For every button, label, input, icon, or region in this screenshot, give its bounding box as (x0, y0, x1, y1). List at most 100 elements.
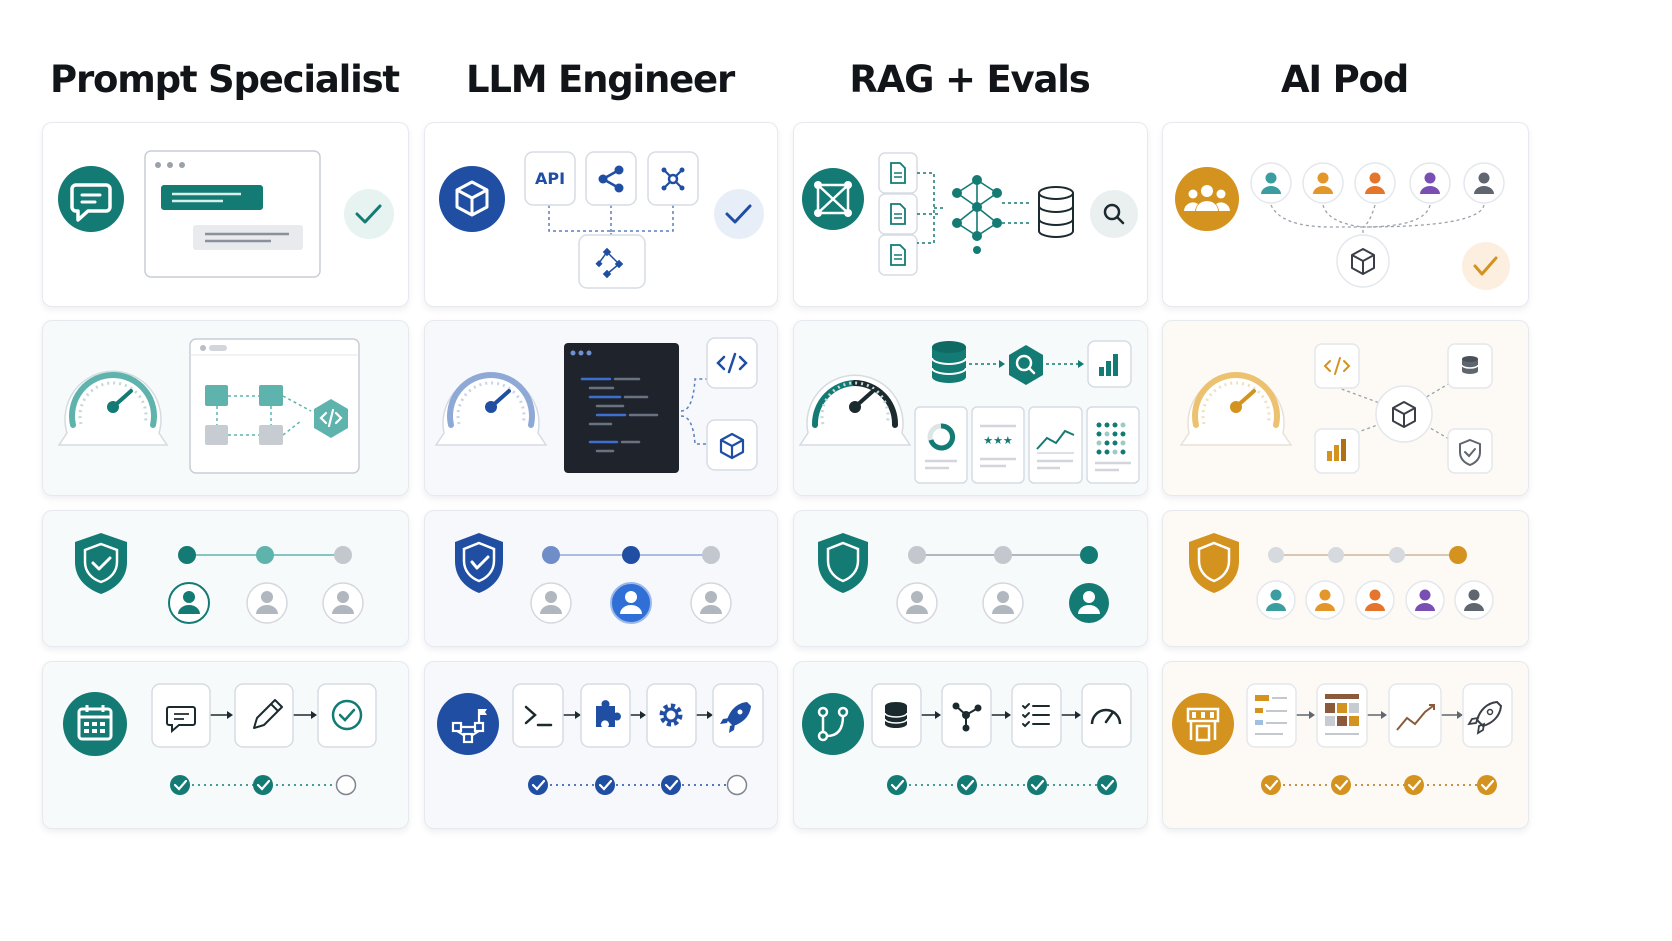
check-icon (1462, 242, 1510, 290)
column-title-ai-pod: AI Pod (1280, 58, 1409, 101)
gear-step (646, 683, 697, 748)
status-track (887, 775, 1117, 795)
eval-panels: ★★★ (914, 406, 1140, 484)
prompt-specialist-handoff-card (42, 510, 409, 647)
hub-icon (647, 151, 699, 206)
chat-bubble-icon (58, 166, 124, 232)
speedometer-icon (57, 370, 169, 446)
shield-check-icon (1447, 428, 1493, 474)
search-icon (1090, 190, 1138, 238)
storefront-icon (1172, 693, 1234, 755)
search-icon (1009, 345, 1043, 385)
star-rating: ★★★ (983, 434, 1013, 447)
status-track (1261, 775, 1497, 795)
cube-icon (1375, 385, 1433, 443)
gauge-step (1081, 683, 1132, 748)
checklist-step (1011, 683, 1062, 748)
team-member-avatars (1250, 162, 1505, 204)
cube-icon (1336, 234, 1390, 288)
calendar-icon (63, 692, 127, 756)
rocket-step (1462, 683, 1513, 748)
user-avatars (168, 582, 364, 624)
rag-evals-handoff-card (793, 510, 1148, 647)
prompt-specialist-gauge-card (42, 320, 409, 496)
rocket-step (712, 683, 764, 748)
check-step (317, 683, 377, 748)
column-title-llm-engineer: LLM Engineer (465, 58, 735, 101)
shield-icon (818, 533, 868, 593)
progress-track (178, 546, 352, 564)
step-arrows (1296, 711, 1463, 719)
trend-step (1388, 683, 1442, 748)
api-label: API (535, 169, 565, 188)
list-step (1246, 683, 1297, 748)
speedometer-icon (434, 372, 548, 446)
user-avatars (530, 582, 732, 624)
database-icon (931, 341, 967, 383)
message-step (151, 683, 211, 748)
molecule-icon (578, 234, 646, 289)
ai-pod-team-card (1162, 122, 1529, 307)
database-icon (1447, 343, 1493, 389)
bar-chart-icon (1087, 340, 1132, 388)
puzzle-step (580, 683, 631, 748)
llm-engineer-api-card: API (424, 122, 778, 307)
team-icon (1175, 167, 1239, 231)
terminal-step (512, 683, 564, 748)
team-member-avatars (1256, 580, 1494, 620)
progress-track (542, 546, 720, 564)
code-icon (1314, 343, 1360, 389)
rag-evals-steps-card (793, 661, 1148, 829)
board-step (1316, 683, 1368, 748)
check-icon (344, 189, 394, 239)
database-icon (1038, 186, 1074, 238)
prompt-specialist-chat-card (42, 122, 409, 307)
document-stack (878, 152, 918, 276)
editor-connector-lines (680, 378, 707, 445)
prompt-specialist-steps-card (42, 661, 409, 829)
ai-pod-steps-card (1162, 661, 1529, 829)
speedometer-icon (798, 374, 912, 446)
column-title-prompt-specialist: Prompt Specialist (50, 58, 400, 101)
rag-evals-metrics-card: ★★★ (793, 320, 1148, 496)
network-icon (802, 168, 864, 230)
team-connector-lines (1270, 204, 1485, 243)
progress-track (1268, 546, 1467, 564)
llm-engineer-code-card (424, 320, 778, 496)
shield-check-icon (75, 533, 127, 594)
cube-icon (706, 419, 758, 471)
database-step (871, 683, 922, 748)
user-avatars (896, 582, 1109, 624)
pencil-step (234, 683, 294, 748)
status-track (528, 774, 748, 796)
chat-window (144, 150, 321, 278)
pipeline-arrows (969, 360, 1084, 368)
progress-track (908, 546, 1098, 564)
doc-connector-lines (917, 172, 946, 244)
workflow-icon (437, 693, 499, 755)
ai-pod-handoff-card (1162, 510, 1529, 647)
code-editor (564, 343, 679, 473)
code-icon (314, 399, 348, 438)
step-arrows (210, 711, 317, 719)
step-arrows (563, 711, 713, 719)
knowledge-graph (952, 175, 1030, 254)
shield-icon (1189, 533, 1239, 593)
speedometer-icon (1179, 372, 1293, 446)
rag-evals-pipeline-card (793, 122, 1148, 307)
column-title-rag-evals: RAG + Evals (849, 58, 1090, 101)
check-icon (714, 189, 764, 239)
llm-engineer-handoff-card (424, 510, 778, 647)
route-icon (802, 693, 864, 755)
cube-icon (439, 166, 505, 232)
status-track (170, 774, 357, 796)
ai-pod-hub-card (1162, 320, 1529, 496)
step-arrows (921, 711, 1081, 719)
shield-check-icon (455, 533, 503, 593)
api-box: API (524, 151, 576, 206)
network-step (941, 683, 992, 748)
share-icon (585, 151, 637, 206)
code-icon (706, 337, 758, 389)
llm-engineer-steps-card (424, 661, 778, 829)
bar-chart-icon (1314, 428, 1360, 474)
